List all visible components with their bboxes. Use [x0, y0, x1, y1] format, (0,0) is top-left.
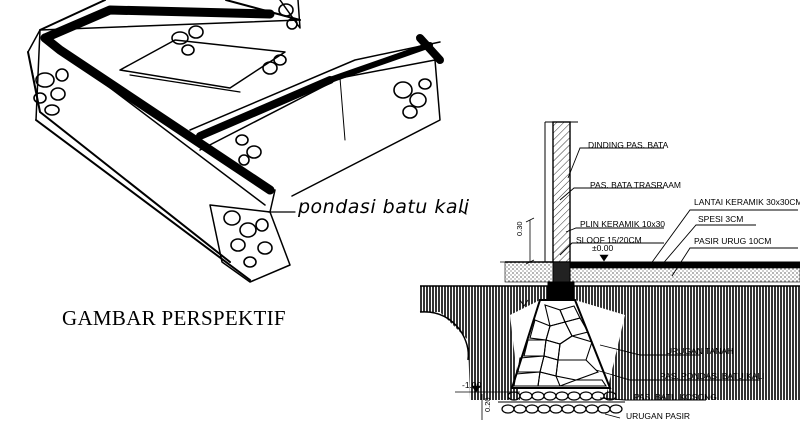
- label-pas-bata-trasraam: PAS. BATA TRASRAAM: [590, 180, 682, 190]
- level-floor: ±0.00: [592, 243, 614, 253]
- label-pas-batu-kosong: PAS. BATU KOSONG: [634, 392, 717, 402]
- label-lantai-keramik: LANTAI KERAMIK 30x30CM: [694, 197, 800, 207]
- dimension-base: 0.20: [483, 397, 492, 412]
- pondasi-batu-kali-label: pondasi batu kali: [298, 196, 470, 218]
- label-dinding-pas-bata: DINDING PAS. BATA: [588, 140, 669, 150]
- label-spesi: SPESI 3CM: [698, 214, 744, 224]
- label-urugan-pasir: URUGAN PASIR: [626, 411, 691, 421]
- perspective-foundation: [27, 0, 467, 283]
- dimension-wall-height: 0.30: [515, 221, 524, 236]
- level-bottom: -1.00: [462, 380, 482, 390]
- label-urugan-tanah: URUGAN TANAH: [666, 346, 734, 356]
- label-plin-keramik: PLIN KERAMIK 10x30: [580, 219, 666, 229]
- label-pas-pondasi-batu-kali: PAS. PONDASI BATU KALI: [660, 371, 765, 381]
- foundation-cross-section: [419, 121, 800, 420]
- drawing-title: GAMBAR PERSPEKTIF: [62, 306, 286, 330]
- label-sloof: SLOOF 15/20CM: [576, 235, 642, 245]
- label-pasir-urug: PASIR URUG 10CM: [694, 236, 772, 246]
